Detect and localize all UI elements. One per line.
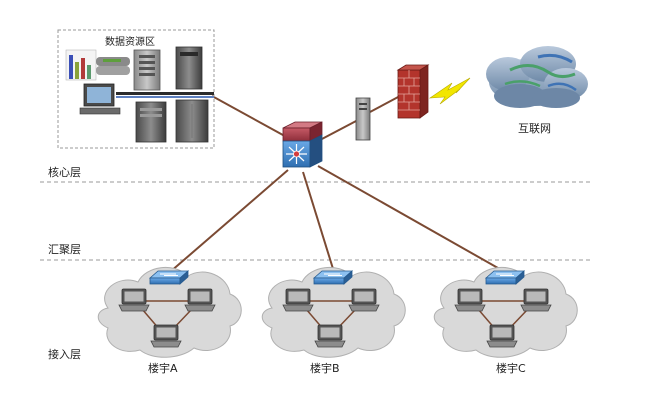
workstation-icon (79, 83, 121, 115)
building-c-cluster (433, 266, 578, 358)
server-tower-icon (175, 99, 209, 143)
core-layer-label: 核心层 (48, 165, 81, 179)
building-a-cluster (97, 266, 242, 358)
laptop-icon (282, 288, 314, 312)
link-datazone-core (211, 95, 293, 141)
bar-chart-icon (65, 49, 97, 81)
laptop-icon (150, 324, 182, 348)
laptop-icon (314, 324, 346, 348)
data-zone-label: 数据资源区 (105, 35, 155, 48)
building-c-label: 楼宇C (496, 361, 526, 375)
laptop-icon (486, 324, 518, 348)
access-switch-icon (149, 270, 189, 285)
router-appliance-icon (355, 97, 371, 141)
building-a-label: 楼宇A (148, 361, 178, 375)
building-b-label: 楼宇B (310, 361, 340, 375)
laptop-icon (520, 288, 552, 312)
laptop-icon (348, 288, 380, 312)
data-zone-border (57, 29, 215, 149)
building-b-cluster (261, 266, 406, 358)
access-switch-icon (313, 270, 353, 285)
server-tower-icon (135, 101, 167, 143)
link-router-firewall (369, 95, 401, 113)
lan-bus-icon (116, 92, 214, 98)
link-core-switch-b (302, 171, 335, 273)
access-switch-icon (485, 270, 525, 285)
wan-lightning-icon (428, 77, 471, 105)
server-tower-icon (133, 49, 161, 91)
access-layer-label: 接入层 (48, 348, 81, 361)
laptop-icon (454, 288, 486, 312)
network-links (169, 95, 506, 273)
link-core-router (319, 119, 359, 141)
aggregation-layer-label: 汇聚层 (48, 243, 81, 256)
link-core-switch-a (169, 169, 289, 273)
laptop-icon (184, 288, 216, 312)
server-tower-icon (175, 46, 203, 90)
core-switch (282, 121, 323, 168)
data-resource-zone: 数据资源区 (57, 29, 215, 149)
firewall-icon (396, 64, 430, 119)
storage-array-icon (96, 57, 130, 75)
link-core-switch-c (317, 165, 506, 273)
laptop-icon (118, 288, 150, 312)
internet-label: 互联网 (518, 122, 551, 135)
internet-cloud-icon (486, 46, 588, 108)
